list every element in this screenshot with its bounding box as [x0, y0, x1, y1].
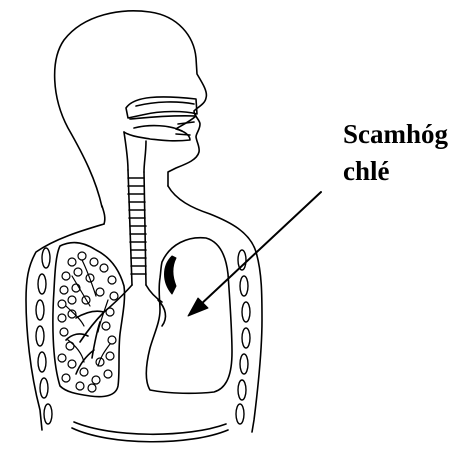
left-lung-hilum: [165, 256, 177, 294]
lung-label-line-1: Scamhóg: [343, 119, 448, 149]
right-lung: [53, 243, 125, 397]
neck-left: [102, 206, 105, 224]
pointer-line: [199, 192, 321, 306]
diaphragm: [72, 422, 228, 442]
right-ribs: [236, 250, 250, 424]
tongue: [134, 126, 182, 131]
left-ribs: [36, 248, 52, 424]
trachea: [128, 170, 146, 285]
lung-label-line-2: chlé: [343, 156, 390, 186]
right-lung-outline: [53, 243, 125, 397]
torso-right: [168, 186, 262, 432]
nasal-cavity: [126, 97, 197, 118]
nasal-turbinate: [136, 102, 194, 106]
